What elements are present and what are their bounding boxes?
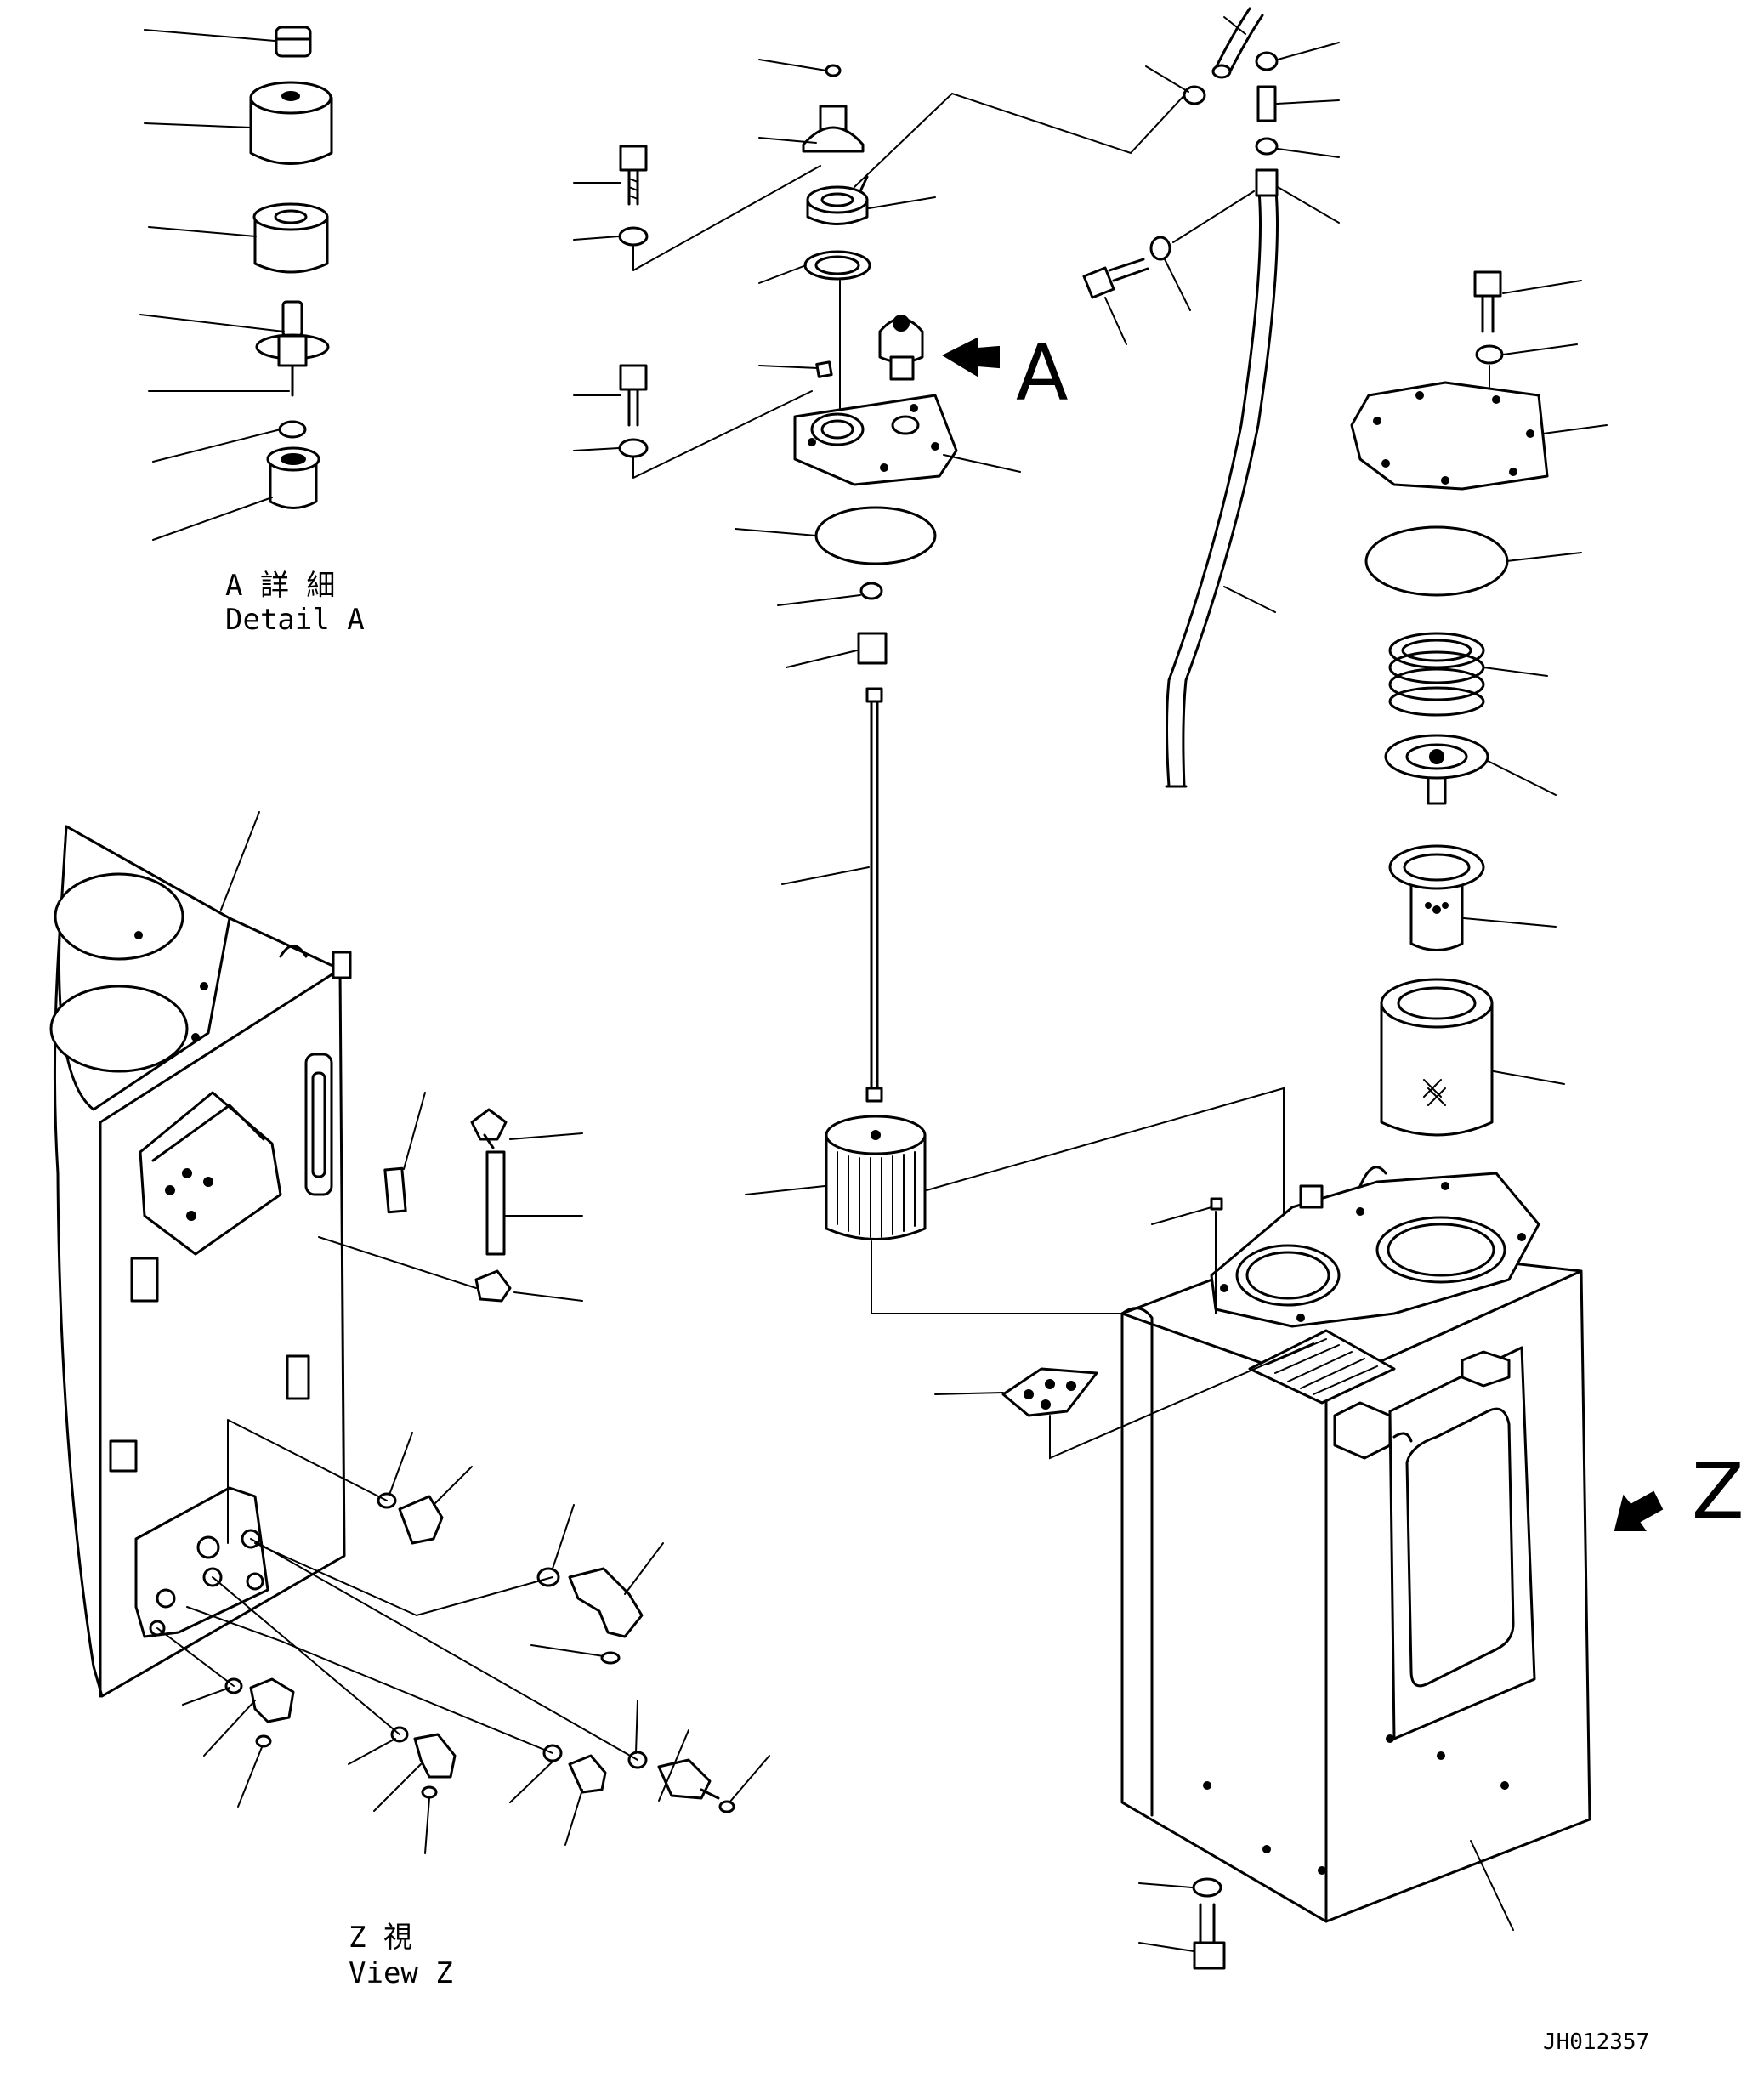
drain-plate xyxy=(1001,1367,1098,1417)
center-stack-group: A xyxy=(573,59,1285,1314)
bolt xyxy=(1473,270,1502,333)
washer xyxy=(1192,1877,1222,1898)
mount-bracket xyxy=(1333,1350,1511,1460)
vent-connector xyxy=(474,1269,512,1303)
detail-a-title-en: Detail A xyxy=(225,603,365,637)
detail-a-group: A 詳 細 Detail A xyxy=(139,26,365,637)
leader-lines-hose xyxy=(1104,16,1340,613)
washer xyxy=(618,226,649,247)
view-z-title-jp: Z 視 xyxy=(349,1921,412,1955)
nut xyxy=(1183,85,1206,105)
washer xyxy=(1149,236,1171,261)
detail-a-adapter xyxy=(266,446,320,509)
leader-line xyxy=(152,429,281,463)
port-flange xyxy=(134,1486,269,1638)
small-label-plate xyxy=(815,360,833,378)
spring xyxy=(859,582,883,600)
detail-a-o-ring xyxy=(278,420,307,439)
cover-gasket xyxy=(814,506,937,565)
bracket-block xyxy=(109,1439,138,1473)
drawing-number: JH012357 xyxy=(1543,2029,1649,2055)
view-arrow-z: Z xyxy=(1614,1447,1744,1536)
view-z-title-en: View Z xyxy=(349,1956,453,1990)
tank-port-lower xyxy=(49,985,189,1073)
vent-tube xyxy=(485,1150,506,1256)
arrow-z-label: Z xyxy=(1692,1447,1744,1536)
small-label-plate xyxy=(1210,1197,1223,1211)
filter-cover xyxy=(1350,381,1549,491)
elbow-hose xyxy=(1211,7,1264,79)
leader-line xyxy=(144,29,275,42)
elbow-fitting xyxy=(413,1733,457,1779)
pipe-sleeve xyxy=(1256,85,1277,122)
leader-lines-center xyxy=(573,59,1285,1314)
main-tank-group: Z xyxy=(934,1166,1744,1970)
o-ring xyxy=(421,1785,438,1799)
nut xyxy=(857,632,888,665)
plug xyxy=(398,1495,444,1545)
pin xyxy=(825,64,842,77)
washer xyxy=(618,438,649,458)
return-filter-group xyxy=(1350,270,1608,1137)
suction-strainer xyxy=(825,1115,927,1240)
breather-base xyxy=(806,175,869,225)
leader-lines-filter xyxy=(1463,280,1608,1085)
detail-a-title-jp: A 詳 細 xyxy=(225,569,335,603)
sight-window-frame xyxy=(1388,1346,1536,1740)
vent-elbow xyxy=(470,1108,508,1149)
view-arrow-a: A xyxy=(941,329,1069,418)
tank-side-view xyxy=(49,825,346,1698)
tank-handle xyxy=(279,945,352,979)
leader-line xyxy=(148,226,257,237)
view-z-tank-group: Z 視 View Z xyxy=(49,811,770,1990)
leader-lines-tank xyxy=(934,1206,1514,1952)
detail-a-cap-nut xyxy=(275,26,312,58)
clip xyxy=(1255,51,1279,71)
o-ring xyxy=(718,1800,735,1813)
leader-lines-view-z xyxy=(156,811,770,1854)
cover-o-ring xyxy=(1364,525,1509,597)
detail-a-switch-stem xyxy=(255,300,330,397)
level-pipe xyxy=(1165,168,1279,788)
bypass-valve xyxy=(1384,734,1489,805)
tank-port-upper xyxy=(54,872,184,961)
leader-line xyxy=(152,497,273,541)
hose-group xyxy=(1082,7,1340,788)
tank-top-flange xyxy=(1210,1172,1540,1328)
gasket-inner xyxy=(814,255,860,275)
detail-a-float-body xyxy=(252,202,329,274)
elbow-fitting xyxy=(249,1677,295,1723)
strainer-rod xyxy=(865,687,883,1103)
nut xyxy=(1255,137,1279,156)
pressure-switch-box xyxy=(139,1091,282,1256)
tank-top-cover xyxy=(793,394,958,486)
leader-line xyxy=(139,314,285,332)
bracket-block xyxy=(286,1354,310,1400)
o-ring xyxy=(255,1734,272,1748)
spring xyxy=(1388,632,1485,717)
filter-case xyxy=(1388,844,1485,951)
breather-cap xyxy=(802,105,865,153)
bolt xyxy=(1193,1903,1226,1970)
tank-top-handle xyxy=(1299,1166,1387,1209)
o-ring xyxy=(536,1567,560,1587)
filter-element xyxy=(1380,978,1494,1137)
o-ring xyxy=(600,1651,621,1665)
sight-gauge-window xyxy=(304,1053,333,1196)
bolt xyxy=(619,364,648,427)
caution-plate xyxy=(383,1166,407,1214)
bolt xyxy=(619,145,648,206)
connector xyxy=(568,1754,607,1794)
detail-a-float-cup xyxy=(249,81,333,165)
mesh-plate xyxy=(1248,1329,1396,1405)
bolt xyxy=(1082,258,1149,299)
arrow-a-label: A xyxy=(1016,329,1069,418)
washer xyxy=(1475,344,1504,365)
bracket-block xyxy=(130,1257,159,1303)
elbow-fitting xyxy=(568,1567,644,1638)
level-sensor xyxy=(878,315,924,381)
leader-line xyxy=(144,122,252,128)
